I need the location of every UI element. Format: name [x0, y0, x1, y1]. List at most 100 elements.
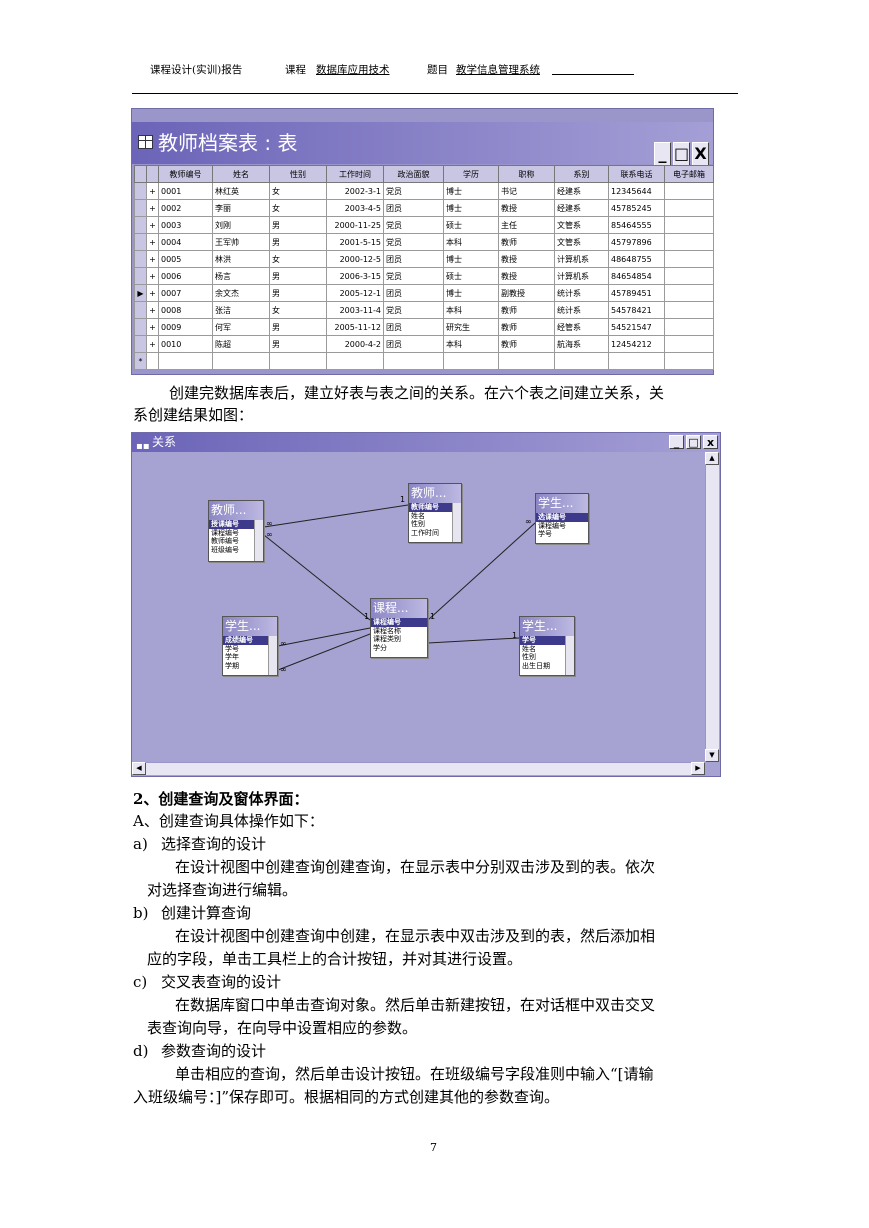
box-scrollbar[interactable]: [565, 636, 574, 675]
table-cell[interactable]: 计算机系: [554, 250, 609, 268]
table-cell[interactable]: 文管系: [554, 233, 609, 251]
table-cell[interactable]: 12454212: [608, 335, 665, 353]
close-button[interactable]: X: [692, 142, 709, 166]
relation-field[interactable]: 班级编号: [211, 545, 239, 554]
row-selector[interactable]: [134, 199, 147, 217]
table-cell[interactable]: 硕士: [443, 216, 499, 234]
expand-toggle[interactable]: +: [146, 233, 159, 251]
table-cell[interactable]: 党员: [383, 182, 444, 200]
table-cell[interactable]: 0006: [158, 267, 213, 285]
relation-field[interactable]: 教师编号: [409, 503, 461, 512]
table-cell[interactable]: 党员: [383, 216, 444, 234]
relation-table-box[interactable]: 教师... 教师编号 姓名 性别 工作时间: [408, 483, 462, 543]
horizontal-scrollbar[interactable]: ◀ ▶: [132, 762, 705, 775]
table-cell[interactable]: [664, 301, 714, 319]
scroll-up-arrow[interactable]: ▲: [705, 452, 719, 465]
table-cell[interactable]: 硕士: [443, 267, 499, 285]
new-record-row[interactable]: *: [134, 352, 714, 370]
table-cell[interactable]: 统计系: [554, 284, 609, 302]
column-header[interactable]: 联系电话: [608, 165, 665, 183]
table-cell[interactable]: 45789451: [608, 284, 665, 302]
table-cell[interactable]: 团员: [383, 284, 444, 302]
table-cell[interactable]: 0001: [158, 182, 213, 200]
table-cell[interactable]: 2001-5-15: [326, 233, 384, 251]
column-header[interactable]: 系别: [554, 165, 609, 183]
table-cell[interactable]: [664, 335, 714, 353]
relation-field[interactable]: 课程编号: [538, 521, 566, 530]
table-cell[interactable]: 教师: [498, 318, 555, 336]
expand-toggle[interactable]: +: [146, 284, 159, 302]
relation-field[interactable]: 课程编号: [211, 528, 239, 537]
table-cell[interactable]: [664, 267, 714, 285]
expand-toggle[interactable]: +: [146, 199, 159, 217]
table-cell[interactable]: 男: [269, 318, 327, 336]
table-cell[interactable]: [664, 318, 714, 336]
new-row-selector[interactable]: *: [134, 352, 147, 370]
table-cell[interactable]: [608, 352, 665, 370]
table-cell[interactable]: 0010: [158, 335, 213, 353]
relation-field[interactable]: 学号: [538, 530, 552, 538]
row-selector[interactable]: [134, 182, 147, 200]
relation-field[interactable]: 学期: [225, 661, 239, 670]
table-cell[interactable]: 团员: [383, 250, 444, 268]
table-cell[interactable]: 博士: [443, 199, 499, 217]
relation-field[interactable]: 教师编号: [211, 537, 239, 545]
table-cell[interactable]: 教授: [498, 250, 555, 268]
table-cell[interactable]: 林红英: [212, 182, 270, 200]
column-header[interactable]: 工作时间: [326, 165, 384, 183]
maximize-button[interactable]: □: [686, 435, 701, 449]
scroll-left-arrow[interactable]: ◀: [132, 762, 146, 775]
row-selector[interactable]: [134, 216, 147, 234]
table-cell[interactable]: 张洁: [212, 301, 270, 319]
table-cell[interactable]: 刘刚: [212, 216, 270, 234]
table-cell[interactable]: 本科: [443, 301, 499, 319]
table-cell[interactable]: 博士: [443, 250, 499, 268]
relation-table-box[interactable]: 学生... 学号 姓名 性别 出生日期: [519, 616, 575, 676]
table-cell[interactable]: 女: [269, 199, 327, 217]
relation-table-box[interactable]: 学生... 选课编号 课程编号 学号: [535, 493, 589, 544]
table-cell[interactable]: 45797896: [608, 233, 665, 251]
table-cell[interactable]: 林洪: [212, 250, 270, 268]
table-cell[interactable]: 女: [269, 182, 327, 200]
expand-toggle[interactable]: +: [146, 267, 159, 285]
row-selector[interactable]: [134, 301, 147, 319]
scroll-down-arrow[interactable]: ▼: [705, 749, 719, 762]
relation-field[interactable]: 课程名称: [373, 626, 401, 635]
table-cell[interactable]: 经管系: [554, 318, 609, 336]
table-cell[interactable]: [383, 352, 444, 370]
column-header[interactable]: 性别: [269, 165, 327, 183]
table-cell[interactable]: 航海系: [554, 335, 609, 353]
row-selector[interactable]: [134, 233, 147, 251]
table-cell[interactable]: 李丽: [212, 199, 270, 217]
minimize-button[interactable]: _: [654, 142, 671, 166]
table-cell[interactable]: [664, 250, 714, 268]
relation-field[interactable]: 性别: [522, 653, 536, 661]
table-cell[interactable]: 女: [269, 250, 327, 268]
table-cell[interactable]: 0003: [158, 216, 213, 234]
minimize-button[interactable]: _: [669, 435, 684, 449]
table-cell[interactable]: 0002: [158, 199, 213, 217]
vertical-scrollbar[interactable]: ▲ ▼: [705, 452, 719, 762]
table-cell[interactable]: 0005: [158, 250, 213, 268]
box-scrollbar[interactable]: [268, 636, 277, 675]
relation-field[interactable]: 姓名: [411, 511, 425, 520]
table-cell[interactable]: 2000-4-2: [326, 335, 384, 353]
table-cell[interactable]: 54521547: [608, 318, 665, 336]
table-cell[interactable]: 经建系: [554, 182, 609, 200]
table-cell[interactable]: 2003-11-4: [326, 301, 384, 319]
table-cell[interactable]: 2006-3-15: [326, 267, 384, 285]
relation-field[interactable]: 选课编号: [536, 513, 588, 522]
table-cell[interactable]: 48648755: [608, 250, 665, 268]
relation-table-box[interactable]: 课程... 课程编号 课程名称 课程类别 学分: [370, 598, 428, 658]
table-cell[interactable]: 2000-12-5: [326, 250, 384, 268]
relation-field[interactable]: 授课编号: [209, 520, 263, 529]
row-selector[interactable]: [134, 318, 147, 336]
table-cell[interactable]: 0004: [158, 233, 213, 251]
table-cell[interactable]: 书记: [498, 182, 555, 200]
table-cell[interactable]: [326, 352, 384, 370]
